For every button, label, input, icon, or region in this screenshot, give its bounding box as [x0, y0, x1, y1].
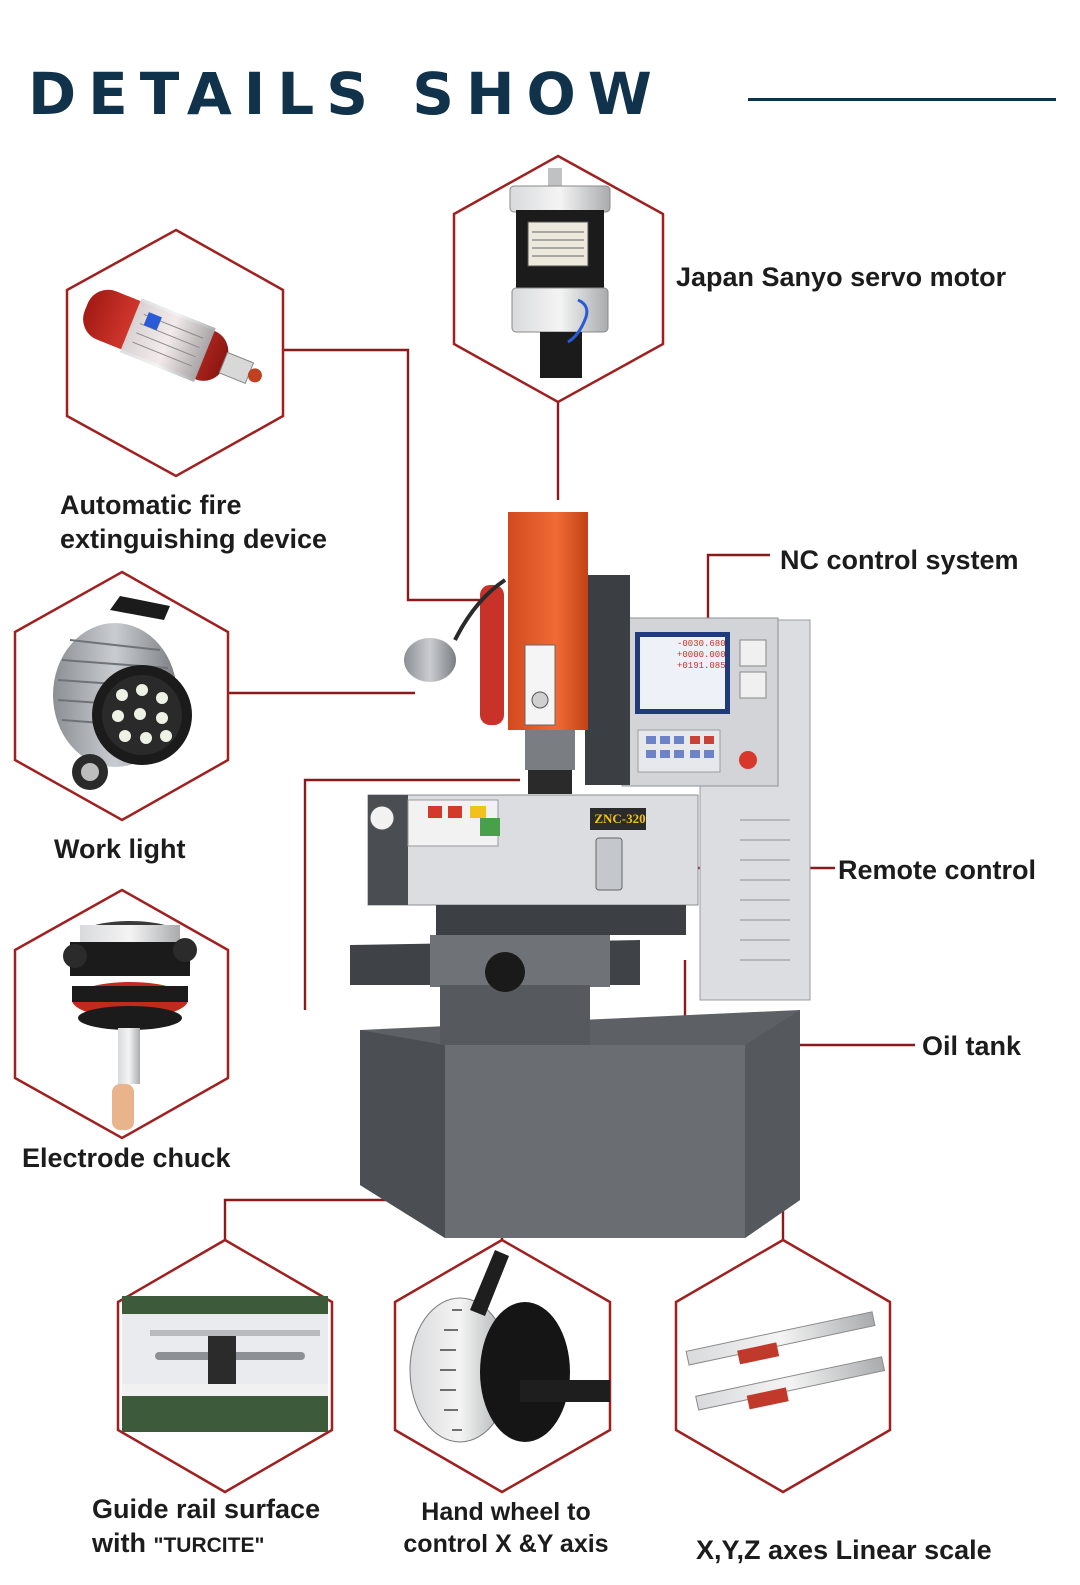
label-guide-rail-turcite: "TURCITE" [153, 1534, 265, 1557]
label-hand-wheel-line1: Hand wheel to [421, 1498, 591, 1526]
label-work-light: Work light [54, 834, 186, 864]
label-servo-motor: Japan Sanyo servo motor [676, 262, 1007, 292]
electrode-chuck-image [63, 921, 197, 1130]
label-remote-control: Remote control [838, 855, 1037, 885]
label-guide-rail-line2: with "TURCITE" [92, 1526, 320, 1563]
label-guide-rail-line1: Guide rail surface [92, 1494, 321, 1524]
label-nc-control: NC control system [780, 545, 1019, 575]
fire-extinguisher-image [83, 289, 262, 384]
page-title: DETAILS SHOW [28, 60, 664, 128]
label-oil-tank: Oil tank [922, 1031, 1022, 1061]
label-fire-extinguisher-line1: Automatic fire [60, 490, 242, 520]
readout-y: +0000.000 [677, 650, 726, 660]
model-plate: ZNC-320 [594, 811, 646, 826]
label-fire-extinguisher-line2: extinguishing device [60, 524, 328, 554]
title-rule [748, 98, 1056, 101]
readout-z: +0191.085 [677, 661, 726, 671]
label-hand-wheel: Hand wheel to control X &Y axis [394, 1496, 618, 1560]
label-fire-extinguisher: Automatic fire extinguishing device [60, 488, 327, 556]
servo-motor-image [509, 168, 611, 378]
label-guide-rail: Guide rail surface with "TURCITE" [92, 1492, 320, 1563]
label-hand-wheel-line2: control X &Y axis [403, 1530, 609, 1558]
linear-scale-image [685, 1311, 886, 1411]
readout-x: -0030.680 [677, 639, 726, 649]
guide-rail-image [122, 1296, 328, 1432]
label-linear-scale: X,Y,Z axes Linear scale [696, 1535, 992, 1565]
hand-wheel-image [409, 1250, 610, 1443]
work-light-image [53, 596, 192, 790]
label-electrode-chuck: Electrode chuck [22, 1143, 231, 1173]
edm-machine-image [350, 512, 811, 1238]
hex-linear-scale [674, 1238, 892, 1494]
label-guide-rail-line2-prefix: with [92, 1528, 154, 1558]
nc-readout: -0030.680 +0000.000 +0191.085 [677, 639, 729, 672]
